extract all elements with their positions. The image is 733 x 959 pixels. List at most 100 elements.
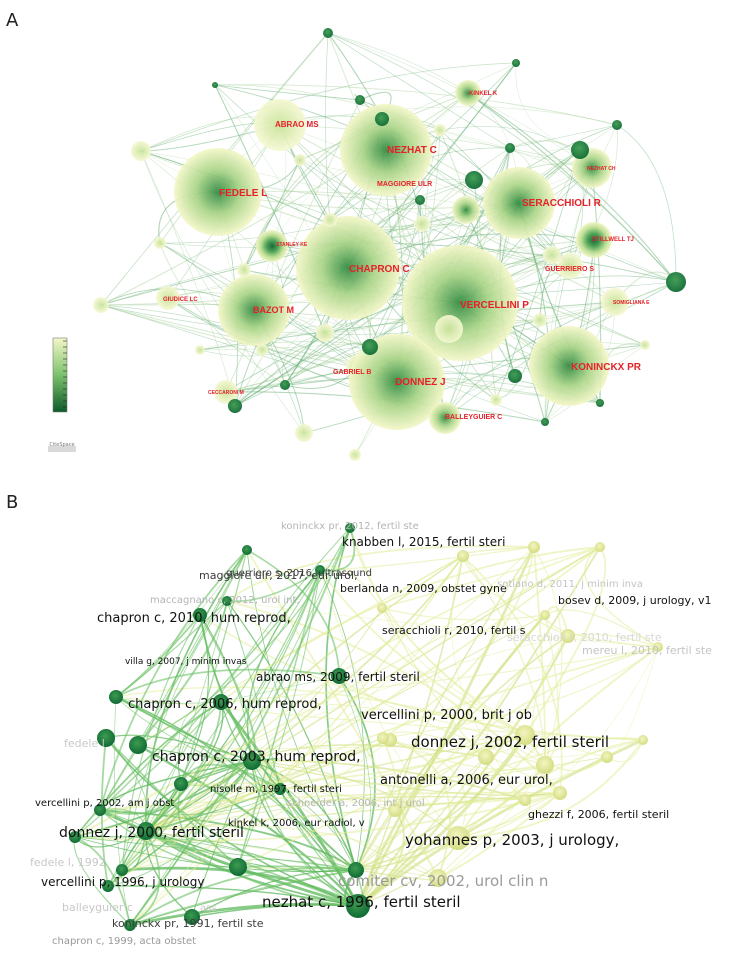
network-edge: [532, 635, 569, 794]
reference-node: [515, 725, 535, 745]
author-node: [557, 253, 583, 279]
author-label: NEZHAT C: [387, 145, 437, 156]
author-node: [323, 28, 333, 38]
author-node: [212, 82, 218, 88]
network-edge: [319, 569, 365, 871]
network-edge: [299, 159, 593, 180]
network-edge: [355, 734, 526, 871]
network-edge: [349, 527, 526, 736]
author-node: [362, 339, 378, 355]
author-node: [316, 324, 334, 342]
author-node: [355, 95, 365, 105]
panel-b-labels: koninckx pr, 2012, fertil ste knabben l,…: [30, 521, 712, 947]
color-scale-legend: CiteSpace: [48, 337, 76, 452]
reference-label: chapron c, 1999, acta obstet: [52, 936, 196, 947]
reference-node: [528, 541, 540, 553]
network-edge: [129, 527, 351, 926]
network-edge: [99, 788, 281, 816]
reference-node: [457, 550, 469, 562]
network-edge: [121, 546, 601, 871]
network-edge: [177, 701, 222, 785]
network-edge: [419, 199, 571, 267]
network-edge: [99, 783, 182, 815]
legend-caption: CiteSpace: [49, 442, 74, 448]
network-edge: [462, 555, 569, 637]
author-node: [543, 246, 561, 264]
network-edge: [606, 646, 659, 758]
network-edge: [129, 869, 357, 926]
author-node: [93, 297, 109, 313]
reference-label: chapron c, 2003, hum reprod,: [152, 749, 361, 765]
reference-node: [595, 542, 605, 552]
network-edge: [220, 701, 546, 766]
author-node: [529, 326, 609, 406]
panel-b-reference-network: koninckx pr, 2012, fertil ste knabben l,…: [30, 521, 712, 947]
author-node: [666, 272, 686, 292]
network-edge: [234, 223, 423, 407]
network-edge: [100, 737, 109, 887]
author-node: [541, 418, 549, 426]
author-node: [571, 141, 589, 159]
reference-label: kinkel k, 2006, eur radiol, v: [228, 818, 365, 829]
author-label: GABRIEL B: [333, 369, 371, 376]
network-edge: [100, 304, 601, 404]
network-edge: [99, 549, 248, 811]
network-edge: [524, 646, 659, 801]
author-node: [402, 245, 518, 361]
author-node: [596, 399, 604, 407]
author-label: STANLEY KE: [276, 242, 308, 248]
author-node: [640, 340, 650, 350]
reference-node: [331, 668, 347, 684]
network-edge: [214, 84, 361, 101]
author-node: [280, 380, 290, 390]
network-edge: [381, 546, 601, 609]
network-edge: [457, 739, 644, 839]
panel-b-edges: [73, 527, 659, 927]
network-edge: [279, 106, 618, 126]
reference-label: ass: [200, 903, 217, 914]
network-edge: [503, 764, 546, 806]
author-label: GUERRIERO S: [545, 266, 594, 273]
network-edge: [129, 527, 351, 926]
author-node: [435, 315, 463, 343]
author-label: SERACCHIOLI R: [522, 198, 602, 209]
network-edge: [226, 600, 659, 648]
reference-label: koninckx pr, 1991, fertil ste: [112, 917, 264, 930]
reference-node: [315, 565, 325, 575]
network-edge: [251, 760, 459, 839]
reference-node: [274, 783, 286, 795]
reference-node: [561, 629, 575, 643]
author-label: CHAPRON C: [349, 264, 410, 275]
author-label: VERCELLINI P: [460, 300, 529, 311]
panel-b-nodes: [69, 523, 663, 931]
network-edge: [220, 646, 659, 703]
network-edge: [485, 635, 569, 758]
network-edge: [369, 209, 467, 348]
network-edge: [237, 569, 321, 868]
author-label: DONNEZ J: [395, 377, 446, 388]
network-edge: [349, 527, 526, 801]
reference-node: [536, 756, 554, 774]
reference-node: [184, 909, 200, 925]
reference-label: fedele l, 1992: [30, 856, 106, 869]
network-edge: [107, 788, 281, 887]
author-node: [195, 345, 205, 355]
reference-label: maccagnano c, 2012, urol int,: [150, 595, 300, 606]
author-label: NEZHAT CH: [587, 166, 616, 172]
network-edge: [616, 124, 677, 283]
network-edge: [159, 179, 475, 244]
panel-letter-b: B: [6, 492, 18, 513]
network-edge: [279, 124, 677, 283]
reference-label: seracchioli r, 2010, fertil s: [382, 624, 526, 637]
reference-node: [242, 545, 252, 555]
network-edge: [74, 701, 222, 838]
network-edge: [319, 565, 383, 609]
network-edge: [180, 549, 248, 785]
network-edge: [444, 301, 616, 419]
reference-node: [388, 803, 402, 817]
author-node: [601, 288, 629, 316]
network-edge: [495, 149, 581, 401]
author-node: [415, 195, 425, 205]
network-edge: [121, 739, 391, 871]
reference-label: ghezzi f, 2006, fertil steril: [528, 808, 669, 821]
